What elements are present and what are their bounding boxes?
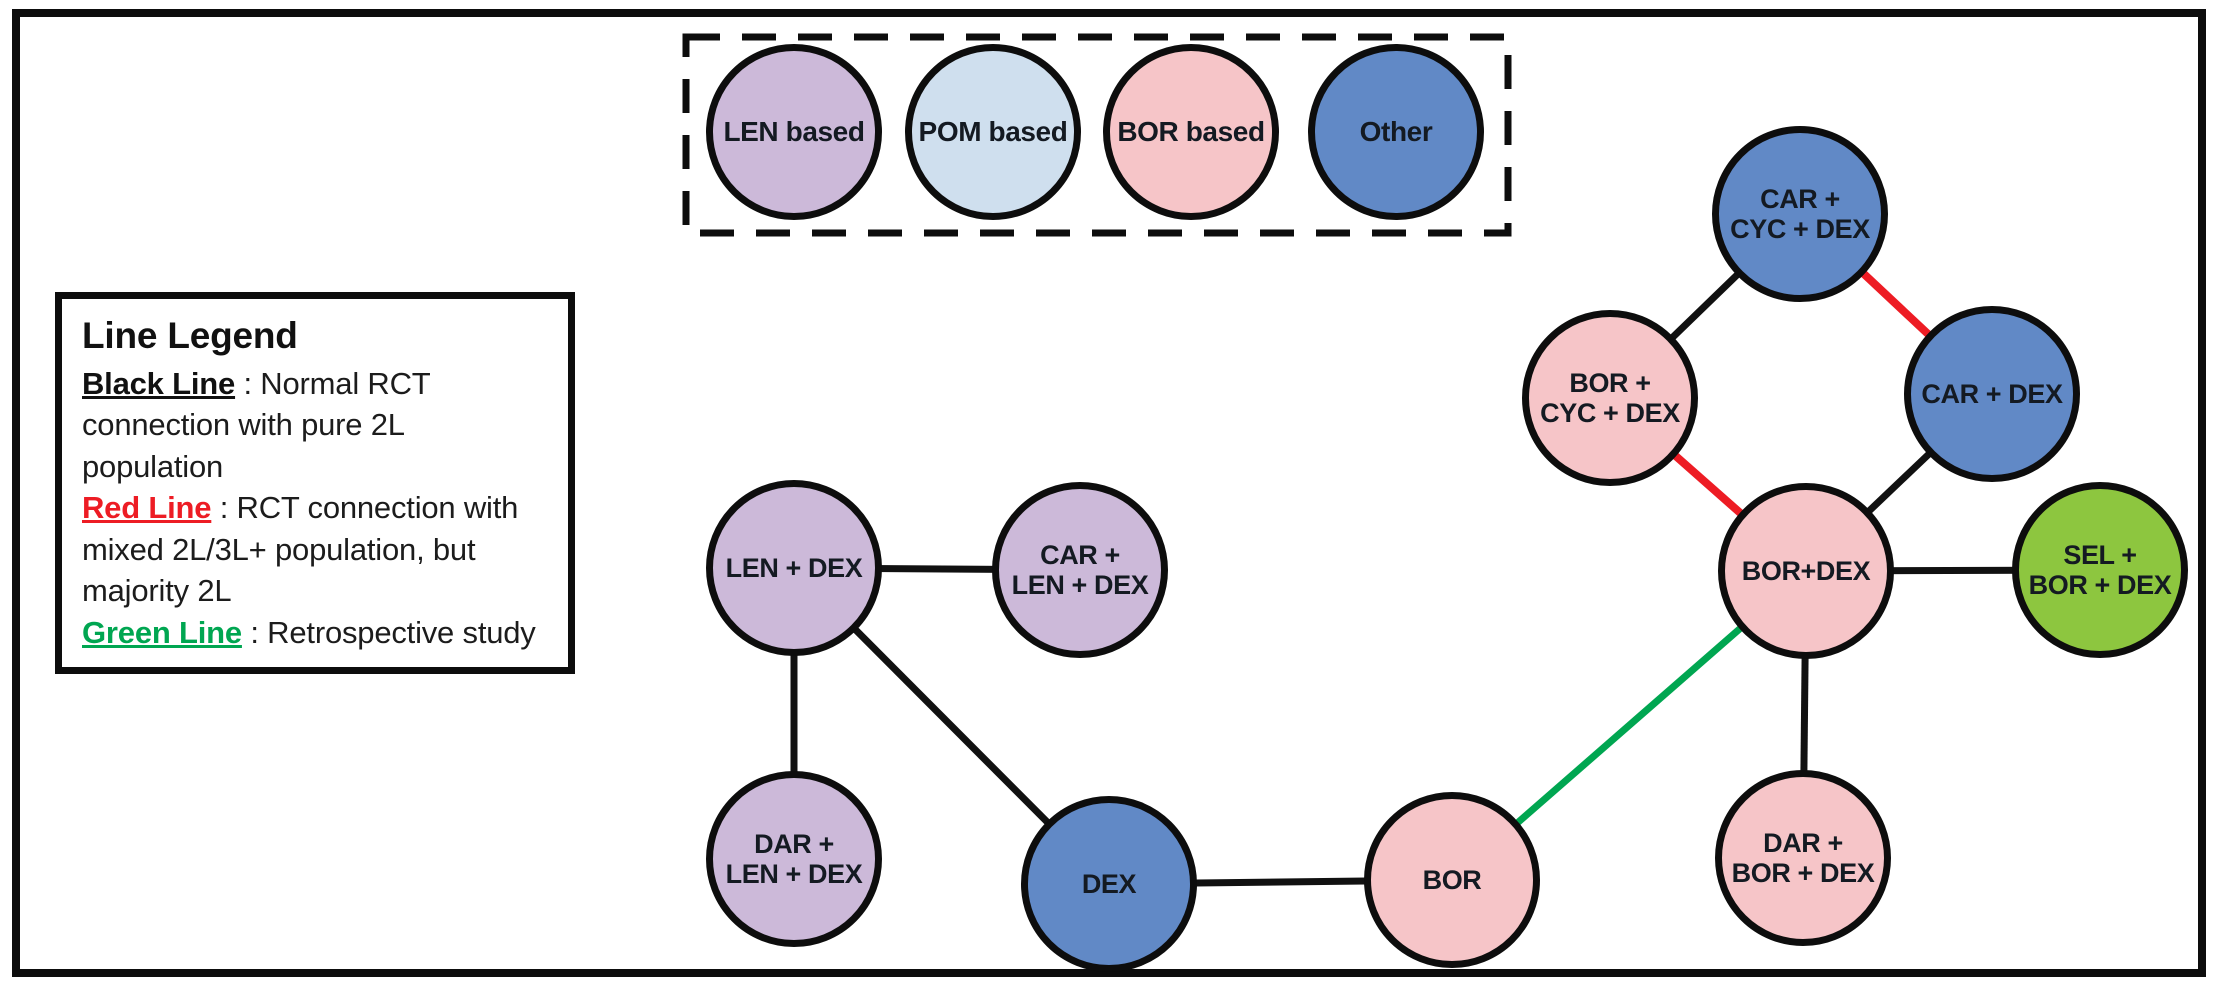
line-legend-desc-black: : Normal RCT connection with pure 2L pop… bbox=[82, 365, 430, 484]
line-legend-entry-green: Green Line : Retrospective study bbox=[82, 612, 548, 654]
line-legend-box: Line Legend Black Line : Normal RCT conn… bbox=[55, 292, 575, 675]
node-dex: DEX bbox=[1021, 796, 1197, 972]
legend-circle-len-based: LEN based bbox=[706, 44, 882, 220]
line-legend-desc-red: : RCT connection with mixed 2L/3L+ popul… bbox=[82, 490, 519, 609]
node-sel-bor-dex: SEL + BOR + DEX bbox=[2012, 482, 2188, 658]
line-legend-title: Line Legend bbox=[82, 315, 298, 356]
node-car-len-dex: CAR + LEN + DEX bbox=[992, 482, 1168, 658]
line-legend-term-black: Black Line bbox=[82, 365, 236, 401]
node-label: BOR bbox=[1422, 864, 1482, 895]
node-label: CYC + DEX bbox=[1730, 214, 1870, 244]
legend-circle-other: Other bbox=[1308, 44, 1484, 220]
node-dar-len-dex: DAR + LEN + DEX bbox=[706, 771, 882, 947]
legend-label-bor-based: BOR based bbox=[1117, 116, 1265, 147]
node-bor: BOR bbox=[1364, 792, 1540, 968]
node-label: BOR + bbox=[1569, 367, 1651, 398]
node-dar-bor-dex: DAR + BOR + DEX bbox=[1715, 770, 1891, 946]
line-legend-entry-red: Red Line : RCT connection with mixed 2L/… bbox=[82, 487, 548, 612]
node-car-cyc-dex: CAR + CYC + DEX bbox=[1712, 126, 1888, 302]
figure-frame bbox=[12, 9, 2206, 977]
node-label: LEN + DEX bbox=[725, 859, 863, 889]
line-legend-term-green: Green Line bbox=[82, 614, 242, 650]
node-bor-dex: BOR+DEX bbox=[1718, 483, 1894, 659]
node-bor-cyc-dex: BOR + CYC + DEX bbox=[1522, 310, 1698, 486]
line-legend-desc-green: : Retrospective study bbox=[241, 614, 536, 650]
node-label: LEN + DEX bbox=[1011, 570, 1149, 600]
node-label: BOR + DEX bbox=[1731, 858, 1875, 888]
legend-circle-pom-based: POM based bbox=[905, 44, 1081, 220]
node-label: CAR + bbox=[1040, 539, 1120, 570]
node-label: DAR + bbox=[1763, 827, 1843, 858]
node-label: CAR + DEX bbox=[1921, 378, 2063, 409]
node-label: DEX bbox=[1081, 868, 1137, 899]
node-label: BOR + DEX bbox=[2028, 570, 2172, 600]
node-label: SEL + bbox=[2063, 539, 2137, 570]
node-len-dex: LEN + DEX bbox=[706, 480, 882, 656]
node-car-dex: CAR + DEX bbox=[1904, 306, 2080, 482]
legend-label-other: Other bbox=[1359, 116, 1433, 147]
line-legend-term-red: Red Line bbox=[82, 490, 212, 526]
legend-label-len-based: LEN based bbox=[723, 116, 865, 147]
node-label: DAR + bbox=[754, 828, 834, 859]
node-label: BOR+DEX bbox=[1741, 555, 1871, 586]
node-label: LEN + DEX bbox=[725, 552, 863, 583]
node-label: CAR + bbox=[1760, 183, 1840, 214]
legend-label-pom-based: POM based bbox=[918, 116, 1068, 147]
node-label: CYC + DEX bbox=[1540, 398, 1680, 428]
category-legend-box bbox=[682, 33, 1512, 237]
line-legend-entry-black: Black Line : Normal RCT connection with … bbox=[82, 363, 548, 488]
legend-circle-bor-based: BOR based bbox=[1103, 44, 1279, 220]
